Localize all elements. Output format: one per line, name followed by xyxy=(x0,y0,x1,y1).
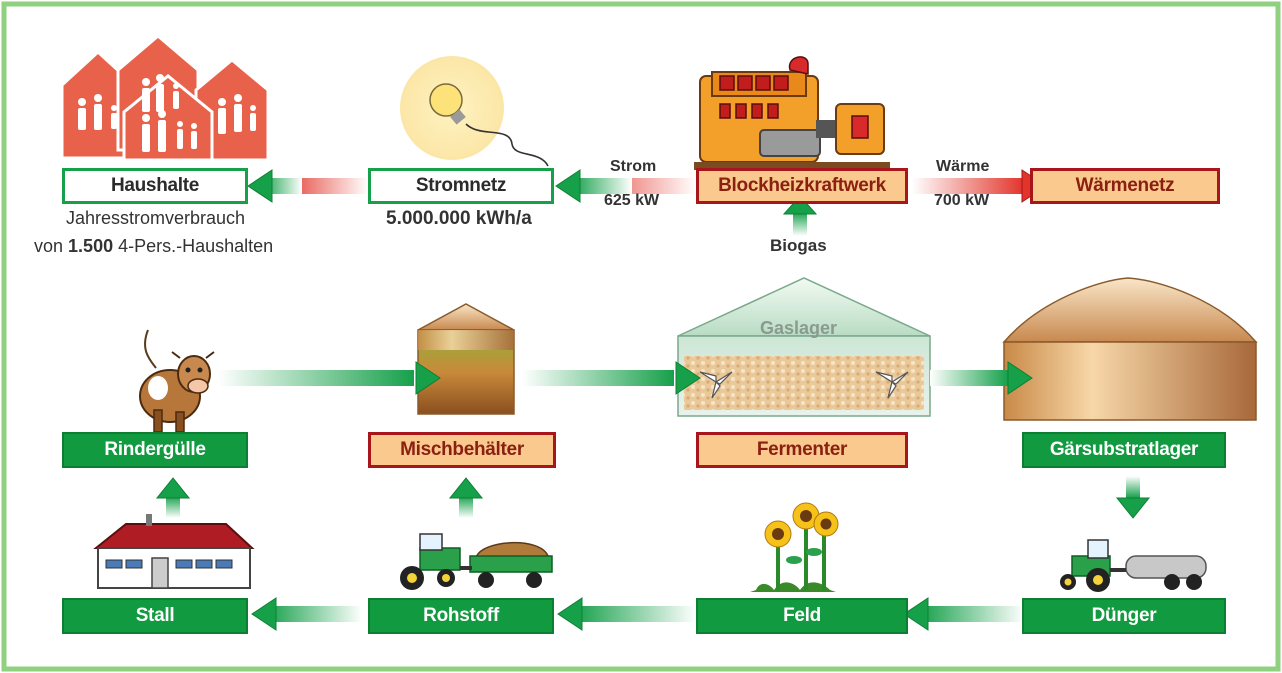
grid-box: Stromnetz xyxy=(368,168,554,204)
barn-box: Stall xyxy=(62,598,248,634)
mixing-tank-label: Mischbehälter xyxy=(400,439,524,460)
power-flow-label: Strom xyxy=(610,158,657,175)
fermenter-icon xyxy=(677,277,931,417)
tractor-tanker-icon xyxy=(1060,539,1207,592)
note-prefix: von xyxy=(34,236,64,256)
house-icon xyxy=(60,34,270,162)
households-note-line1: Jahresstromverbrauch xyxy=(66,208,246,228)
note-suffix: 4-Pers.-Haushalten xyxy=(118,236,274,256)
digestate-storage-label: Gärsubstratlager xyxy=(1049,439,1199,460)
chp-label: Blockheizkraftwerk xyxy=(718,175,886,196)
sunflower-icon xyxy=(750,502,839,592)
raw-material-box: Rohstoff xyxy=(368,598,554,634)
field-box: Feld xyxy=(696,598,908,634)
storage-tank-icon xyxy=(1002,277,1258,421)
heat-grid-label: Wärmenetz xyxy=(1075,175,1175,196)
household-count: 1.500 xyxy=(68,236,114,256)
tractor-trailer-icon xyxy=(400,533,553,590)
chp-box: Blockheizkraftwerk xyxy=(696,168,908,204)
grid-label: Stromnetz xyxy=(415,175,507,196)
manure-box: Rindergülle xyxy=(62,432,248,468)
cow-icon xyxy=(139,329,215,433)
lightbulb-icon xyxy=(400,56,549,167)
field-label: Feld xyxy=(783,605,821,626)
manure-label: Rindergülle xyxy=(104,439,206,460)
fermenter-box: Fermenter xyxy=(696,432,908,468)
heat-grid-box: Wärmenetz xyxy=(1030,168,1220,204)
heat-flow-value: 700 kW xyxy=(934,192,990,209)
heat-flow-label: Wärme xyxy=(936,158,990,175)
silo-icon xyxy=(417,303,515,415)
barn-icon xyxy=(93,514,255,589)
households-box: Haushalte xyxy=(62,168,248,204)
households-label: Haushalte xyxy=(110,175,200,196)
fertilizer-box: Dünger xyxy=(1022,598,1226,634)
biogas-label: Biogas xyxy=(770,236,827,255)
power-flow-value: 625 kW xyxy=(604,192,660,209)
households-note-line2: von 1.500 4-Pers.-Haushalten xyxy=(34,236,273,257)
barn-label: Stall xyxy=(135,605,175,626)
mixing-tank-box: Mischbehälter xyxy=(368,432,556,468)
engine-icon xyxy=(694,56,890,170)
gas-storage-label: Gaslager xyxy=(760,318,838,338)
fertilizer-label: Dünger xyxy=(1091,605,1157,626)
grid-value: 5.000.000 kWh/a xyxy=(386,208,532,229)
digestate-storage-box: Gärsubstratlager xyxy=(1022,432,1226,468)
raw-material-label: Rohstoff xyxy=(423,605,499,626)
fermenter-label: Fermenter xyxy=(756,439,848,460)
